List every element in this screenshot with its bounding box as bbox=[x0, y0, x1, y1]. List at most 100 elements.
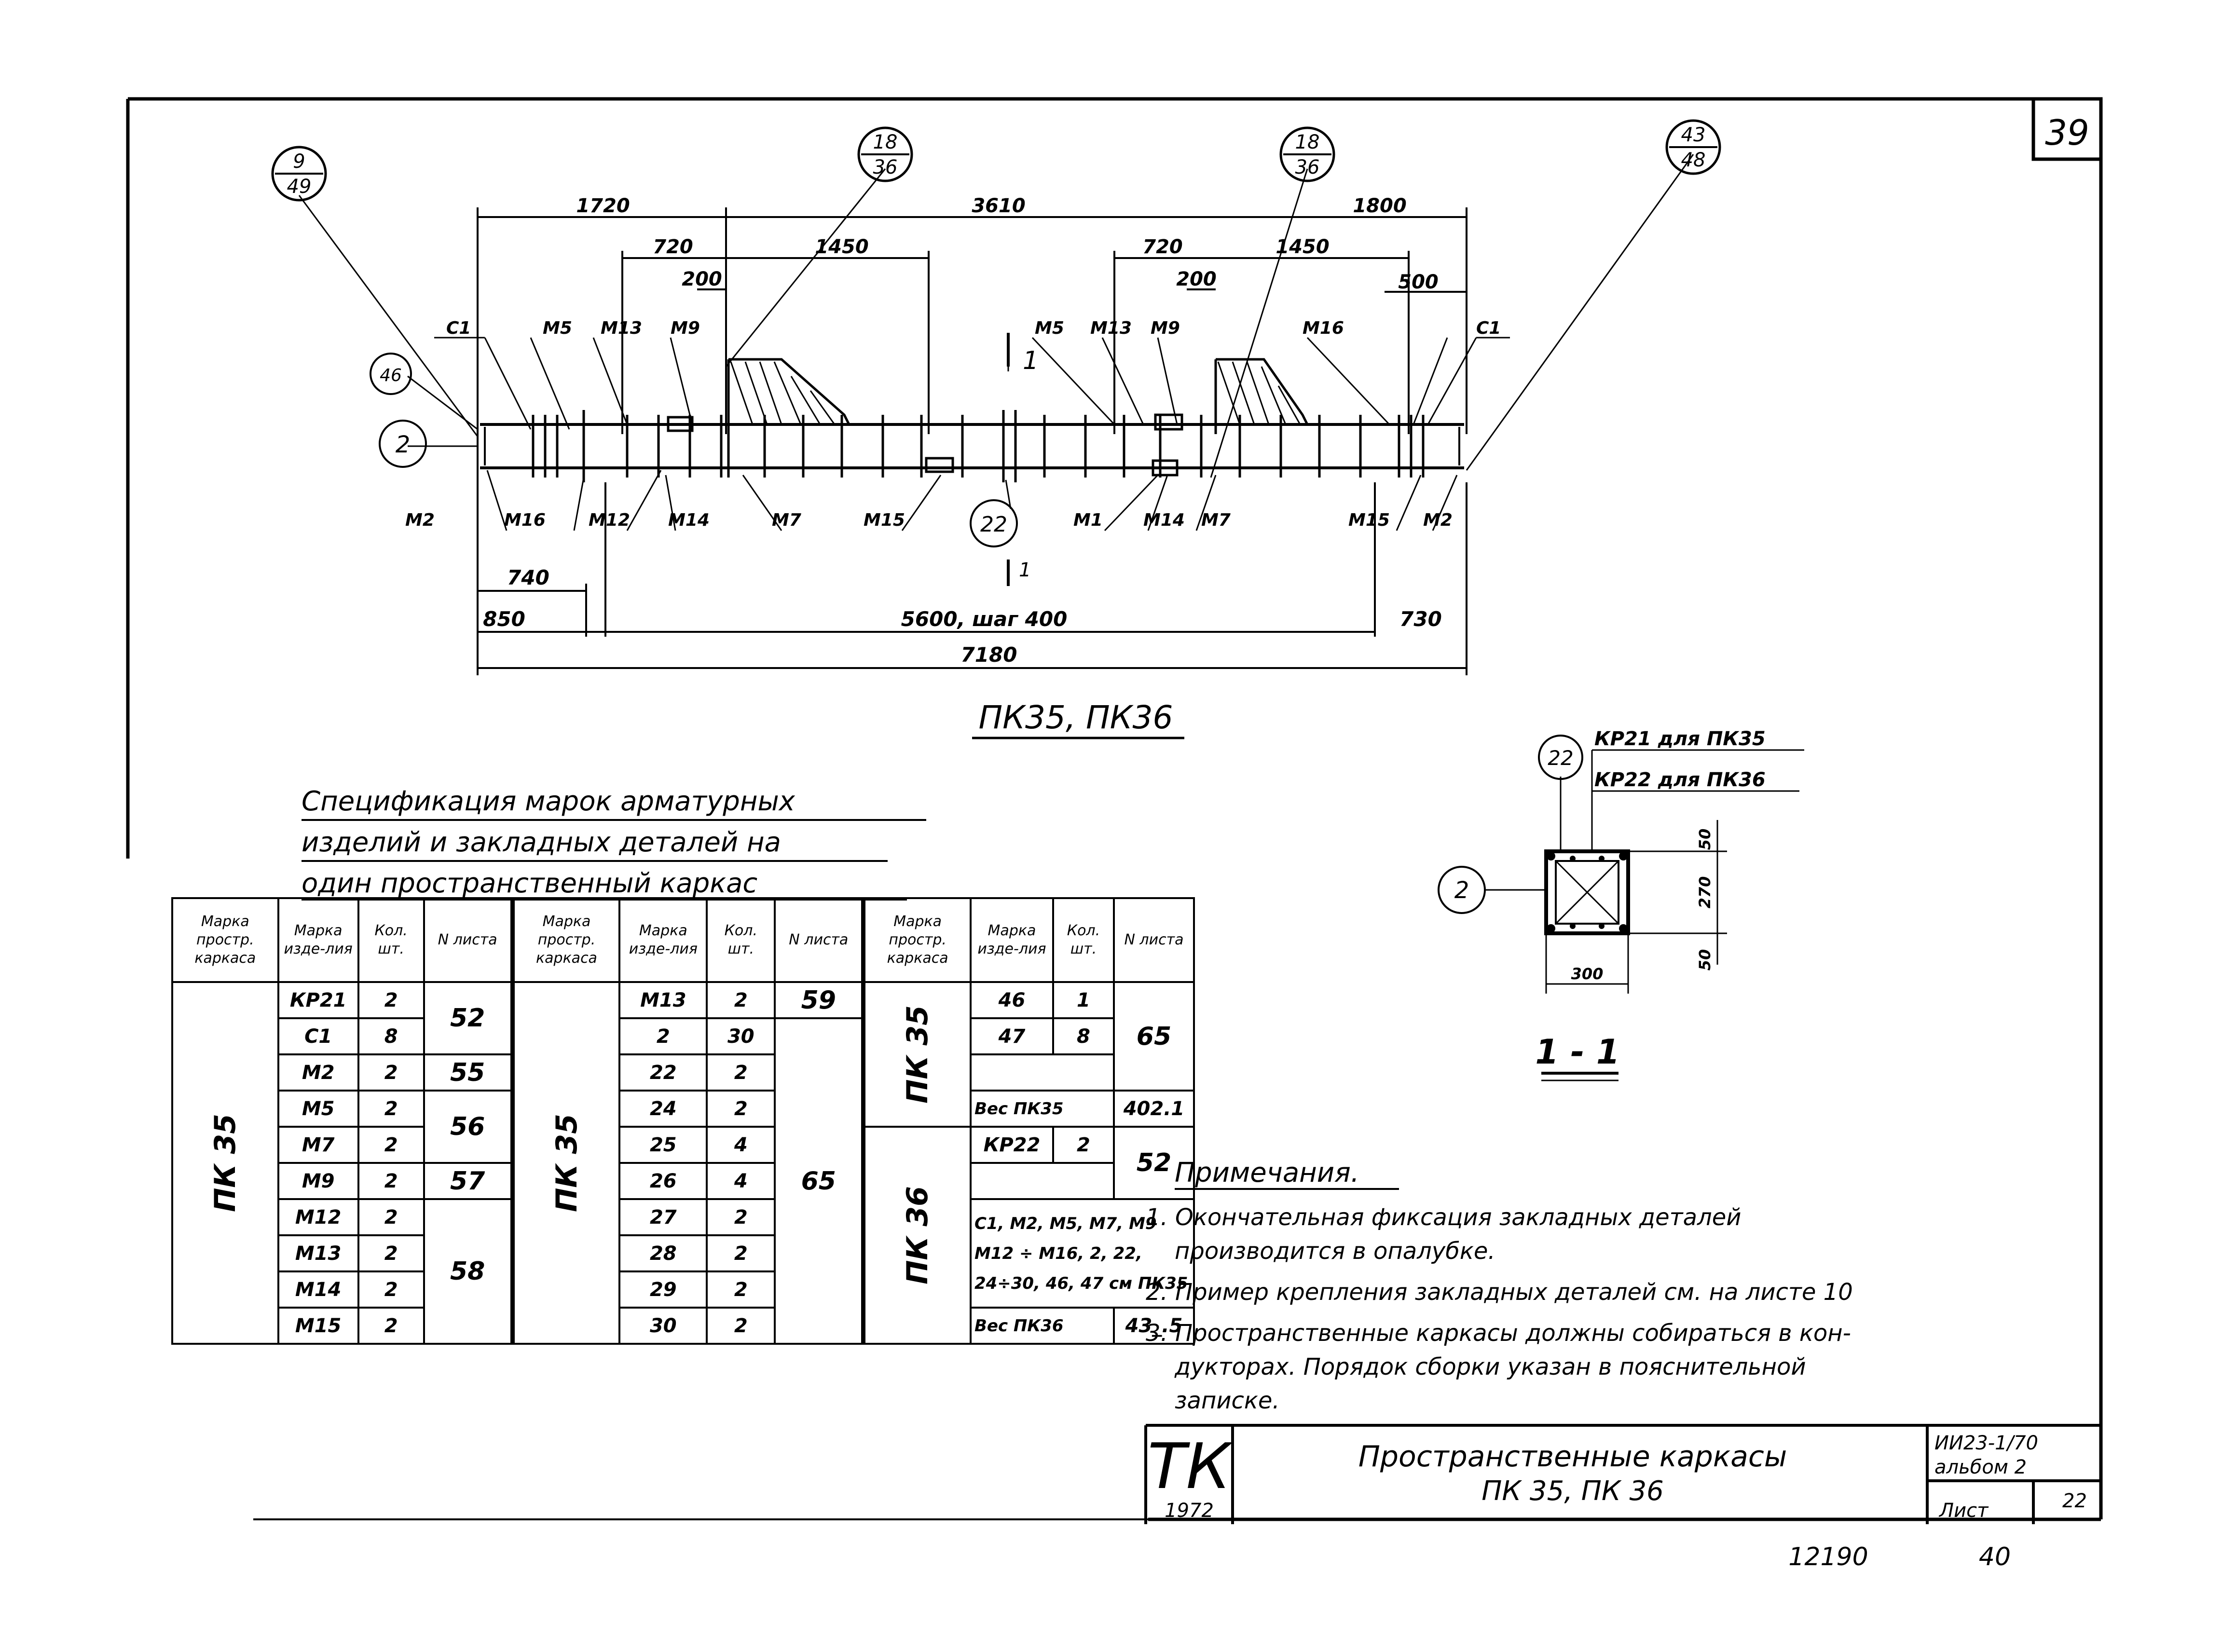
item-mark: 25 bbox=[618, 1126, 708, 1164]
svg-text:22: 22 bbox=[980, 512, 1007, 537]
col-header: Кол. шт. bbox=[706, 897, 776, 983]
svg-text:производится в опалубке.: производится в опалубке. bbox=[1175, 1238, 1495, 1265]
part-label: М2 М16 М12 М14 М7 М15 М1 М14 М7 М15 М2 bbox=[405, 510, 1453, 530]
item-qty: 2 bbox=[706, 1307, 776, 1345]
col-header: Марка простр. каркаса bbox=[510, 897, 621, 983]
sheet-ref: 59 bbox=[774, 981, 864, 1019]
svg-text:500: 500 bbox=[1398, 271, 1439, 293]
tk-logo: ТК bbox=[1148, 1430, 1233, 1503]
item-qty: 2 bbox=[357, 1126, 425, 1164]
svg-text:2: 2 bbox=[1454, 877, 1469, 904]
section-mark-label: 1 bbox=[1023, 346, 1039, 375]
col-header: Кол. шт. bbox=[1052, 897, 1115, 983]
item-mark: М13 bbox=[277, 1234, 359, 1272]
reference-balloon: 18 36 bbox=[857, 126, 913, 182]
svg-text:22: 22 bbox=[1548, 746, 1573, 770]
frame-mark: ПК 35 bbox=[171, 981, 279, 1345]
item-mark: 29 bbox=[618, 1270, 708, 1309]
svg-text:М1: М1 bbox=[1073, 510, 1103, 530]
svg-text:М14: М14 bbox=[1143, 510, 1185, 530]
table-row: М5 2 56 24 2 Вес ПК35 402.1 bbox=[172, 1090, 1195, 1164]
circled-mark: 22 bbox=[970, 499, 1018, 547]
svg-text:46: 46 bbox=[380, 366, 402, 385]
table-row: М13 2 28 2 bbox=[172, 1234, 1194, 1272]
svg-text:С1: С1 bbox=[446, 318, 471, 338]
svg-text:дукторах. Порядок сборки указа: дукторах. Порядок сборки указан в поясни… bbox=[1174, 1353, 1806, 1380]
svg-text:1450: 1450 bbox=[1276, 236, 1329, 258]
table-row: М9 2 57 26 4 bbox=[172, 1162, 1194, 1200]
dimension-text: 1720 3610 1800 720 1450 200 720 1450 200… bbox=[576, 195, 1438, 293]
item-mark: М12 bbox=[277, 1198, 359, 1236]
frame-mark: ПК 35 bbox=[510, 981, 621, 1345]
item-qty: 4 bbox=[706, 1162, 776, 1200]
item-qty: 2 bbox=[706, 1198, 776, 1236]
item-mark: 28 bbox=[618, 1234, 708, 1272]
svg-text:М15: М15 bbox=[1348, 510, 1390, 530]
svg-text:М12: М12 bbox=[589, 510, 630, 530]
item-qty: 2 bbox=[706, 1090, 776, 1128]
item-mark: М2 bbox=[277, 1053, 359, 1092]
item-qty: 2 bbox=[357, 1270, 425, 1309]
svg-text:изделий и закладных деталей на: изделий и закладных деталей на bbox=[302, 827, 781, 858]
item-mark: КР22 bbox=[969, 1126, 1054, 1164]
item-qty: 4 bbox=[706, 1126, 776, 1164]
svg-text:36: 36 bbox=[1295, 156, 1320, 178]
svg-text:1. Окончательная фиксация закл: 1. Окончательная фиксация закладных дета… bbox=[1146, 1204, 1741, 1231]
svg-text:М2: М2 bbox=[1423, 510, 1453, 530]
table-row: М12 2 58 27 2 С1, М2, М5, М7, М9 М12 ÷ М… bbox=[172, 1198, 1195, 1345]
item-mark: М5 bbox=[277, 1090, 359, 1128]
item-mark: С1 bbox=[277, 1017, 359, 1055]
col-header: Марка простр. каркаса bbox=[861, 897, 972, 983]
svg-text:720: 720 bbox=[1142, 236, 1183, 258]
item-list: С1, М2, М5, М7, М9 М12 ÷ М16, 2, 22, 24÷… bbox=[969, 1198, 1195, 1309]
svg-text:М15: М15 bbox=[864, 510, 905, 530]
table-row: С1 8 2 30 65 47 8 bbox=[172, 1017, 1194, 1345]
sheet-ref: 58 bbox=[423, 1198, 514, 1345]
circled-mark: 46 bbox=[370, 353, 412, 395]
svg-text:М5: М5 bbox=[543, 318, 572, 338]
svg-text:200: 200 bbox=[1176, 268, 1217, 290]
dimension-lines bbox=[477, 207, 1468, 675]
sheet-frame bbox=[126, 97, 2103, 1521]
svg-text:18: 18 bbox=[873, 131, 898, 153]
col-header: N листа bbox=[1112, 897, 1195, 983]
item-mark: 46 bbox=[969, 981, 1054, 1019]
item-qty: 2 bbox=[357, 1090, 425, 1128]
item-mark: 26 bbox=[618, 1162, 708, 1200]
year: 1972 bbox=[1165, 1500, 1214, 1522]
svg-text:49: 49 bbox=[287, 176, 312, 198]
col-header: Марка изде-лия bbox=[618, 897, 708, 983]
item-mark: М14 bbox=[277, 1270, 359, 1309]
svg-text:М7: М7 bbox=[772, 510, 801, 530]
svg-text:М7: М7 bbox=[1201, 510, 1231, 530]
svg-text:Примечания.: Примечания. bbox=[1175, 1157, 1359, 1188]
spec-heading: Спецификация марок арматурных изделий и … bbox=[302, 786, 796, 899]
item-qty: 2 bbox=[357, 981, 425, 1019]
reference-balloon: 9 49 bbox=[271, 146, 327, 202]
circled-mark: 2 bbox=[379, 420, 427, 468]
item-mark: М13 bbox=[618, 981, 708, 1019]
table-row: М14 2 29 2 bbox=[172, 1270, 1194, 1309]
elevation-title: ПК35, ПК36 bbox=[979, 699, 1173, 736]
item-mark: 47 bbox=[969, 1017, 1054, 1055]
svg-text:С1: С1 bbox=[1476, 318, 1501, 338]
svg-text:300: 300 bbox=[1571, 965, 1604, 983]
item-qty: 1 bbox=[1052, 981, 1115, 1019]
svg-text:М16: М16 bbox=[1303, 318, 1344, 338]
section-title: 1 - 1 bbox=[1535, 1032, 1619, 1072]
hatched-anchor-zones bbox=[730, 361, 1301, 425]
svg-text:48: 48 bbox=[1681, 149, 1706, 171]
svg-text:М2: М2 bbox=[405, 510, 435, 530]
dimension-text: 740 850 5600, шаг 400 730 7180 bbox=[483, 566, 1442, 667]
dimension-text: 50 270 50 300 bbox=[1571, 829, 1714, 983]
sheet-label: Лист bbox=[1938, 1500, 1989, 1522]
svg-text:9: 9 bbox=[293, 150, 305, 173]
reference-balloon: 18 36 bbox=[1279, 126, 1335, 182]
svg-text:720: 720 bbox=[653, 236, 693, 258]
weight-value: 402.1 bbox=[1112, 1090, 1195, 1128]
item-qty: 2 bbox=[1052, 1126, 1115, 1164]
svg-text:записке.: записке. bbox=[1175, 1387, 1280, 1414]
col-header: Марка простр. каркаса bbox=[171, 897, 279, 983]
notes: Примечания. 1. Окончательная фиксация за… bbox=[1146, 1157, 1853, 1414]
